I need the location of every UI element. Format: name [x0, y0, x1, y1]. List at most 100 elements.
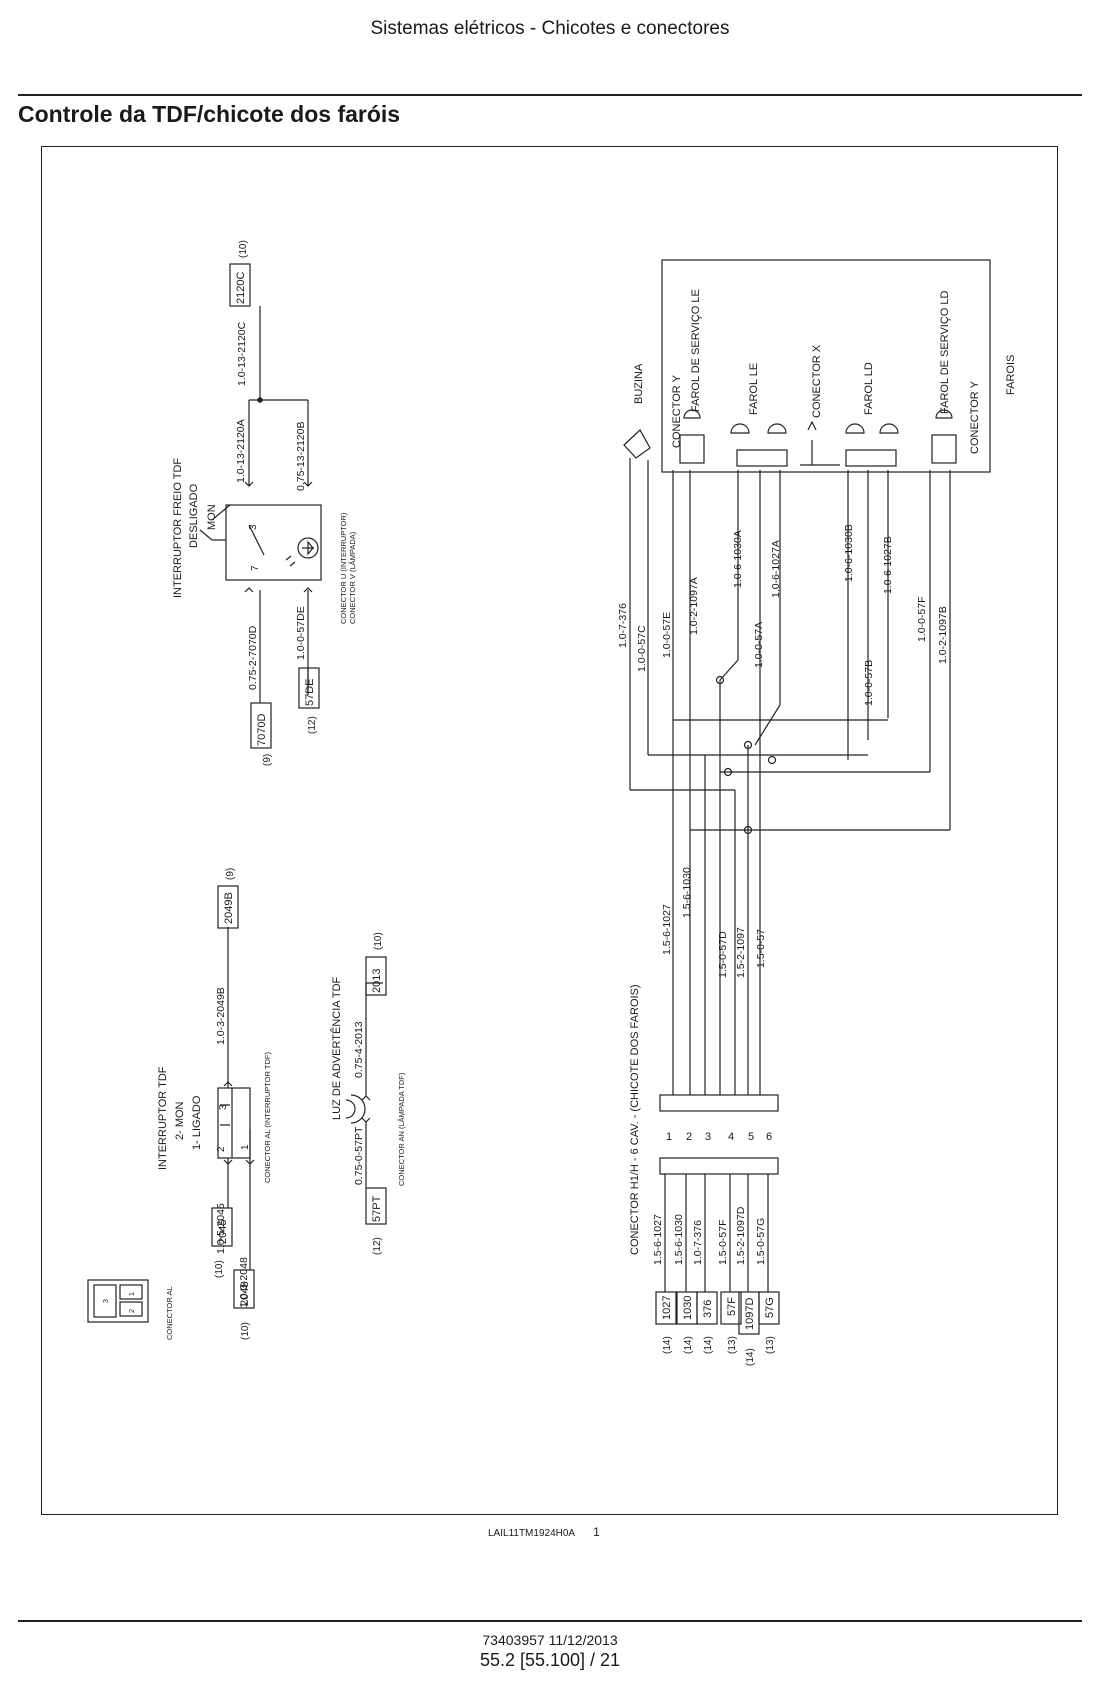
- pin-label-3: 3: [705, 1131, 711, 1143]
- conn-x-left: [736, 449, 788, 467]
- tag-2120c-box: [229, 263, 251, 307]
- conector-x: CONECTOR X: [811, 344, 823, 418]
- tag-2013: 2013: [371, 969, 383, 993]
- ref-1030: (14): [683, 1336, 694, 1354]
- harness-title: CONECTOR H1/H - 6 CAV. - (CHICOTE DOS FA…: [629, 984, 641, 1255]
- pto-brake-title: INTERRUPTOR FREIO TDF: [172, 458, 184, 598]
- ref-2045: (10): [214, 1260, 225, 1278]
- ref-57de: (12): [307, 716, 318, 734]
- ref-1027: (14): [662, 1336, 673, 1354]
- wire-1027b: 1.0-6-1027B: [882, 536, 894, 594]
- ref-57g: (13): [765, 1336, 776, 1354]
- switch-contact: [248, 524, 265, 556]
- pto-brake-switch-group: [199, 263, 322, 749]
- footer-page: 55.2 [55.100] / 21: [479, 1650, 621, 1670]
- tag-2045-box: [211, 1207, 233, 1247]
- header-rule: [18, 94, 1082, 96]
- switch-actuator-b: [199, 529, 213, 541]
- conector-y-right: CONECTOR Y: [969, 380, 981, 454]
- ref-2049b: (9): [225, 868, 236, 880]
- wire-57b: 1.0-0-57B: [863, 660, 875, 706]
- warning-lamp: [350, 1094, 366, 1124]
- wire-2049b: 1.0-3-2049B: [215, 987, 227, 1045]
- switch-pin-marks: [220, 1104, 230, 1126]
- pin-label-1: 1: [666, 1131, 672, 1143]
- main-wire-1027: 1.5-6-1027: [661, 904, 673, 955]
- document-header: Sistemas elétricos - Chicotes e conector…: [370, 18, 730, 39]
- lamp-diode: [302, 540, 314, 556]
- pto-brake-pin3: 3: [248, 524, 259, 530]
- warning-title: LUZ DE ADVERTÊNCIA TDF: [330, 976, 343, 1120]
- section-title: Controle da TDF/chicote dos faróis: [18, 101, 401, 127]
- tag-57de-box: [298, 667, 320, 709]
- tag-57de: 57DE: [304, 678, 316, 706]
- tag-1030: 1030: [682, 1296, 694, 1320]
- tag-57pt: 57PT: [371, 1195, 383, 1222]
- wire-57f: 1.0-0-57F: [916, 596, 928, 642]
- figure-ref: LAIL11TM1924H0A: [488, 1528, 576, 1539]
- conn-al-box: [217, 1087, 251, 1159]
- wire-2120c: 1.0-13-2120C: [236, 321, 248, 386]
- out-wire-4: 1.5-0-57F: [717, 1219, 729, 1265]
- conn-u-label: CONECTOR U (INTERRUPTOR): [339, 512, 348, 624]
- conn-an-label: CONECTOR AN (LÂMPADA TDF): [397, 1072, 406, 1186]
- conn-y-left: [679, 434, 705, 464]
- out-wire-5: 1.5-2-1097D: [735, 1206, 747, 1265]
- icon-pin-1: 1: [129, 1292, 136, 1296]
- tag-1097d: 1097D: [744, 1298, 756, 1330]
- tag-2049b: 2049B: [223, 892, 235, 924]
- pto-brake-mon: MON: [206, 504, 218, 530]
- farol-le: FAROL LE: [748, 363, 760, 415]
- wire-57de: 1.0-0-57DE: [295, 606, 307, 660]
- pto-warning-group: [345, 956, 387, 1225]
- out-wire-1: 1.5-6-1027: [652, 1214, 664, 1265]
- wire-57pt: 0.75-0-57PT: [353, 1126, 365, 1185]
- wire-7070d: 0.75-2-7070D: [247, 625, 259, 690]
- ref-7070d: (9): [262, 754, 273, 766]
- figure-number: 1: [593, 1525, 600, 1539]
- wire-57a: 1.0-0-57A: [753, 622, 765, 668]
- pto-switch-group: [87, 885, 255, 1323]
- pin-1: 1: [240, 1144, 251, 1150]
- tag-2048: 2048: [239, 1282, 251, 1306]
- ref-2013: (10): [373, 932, 384, 950]
- diagram-frame: [41, 146, 1058, 1515]
- pto-switch-state-1: 1- LIGADO: [191, 1095, 203, 1150]
- conn-u-box: [225, 504, 322, 581]
- wire-2045: 1.0-5-2045: [215, 1203, 227, 1254]
- farol-ld-lamps: [845, 423, 899, 434]
- ref-376: (14): [703, 1336, 714, 1354]
- farois-title: FAROIS: [1005, 355, 1017, 395]
- ref-57pt: (12): [372, 1237, 383, 1255]
- tag-2013-box: [365, 956, 387, 996]
- wire-2120a: 1.0-13-2120A: [235, 419, 247, 483]
- wire-1030a: 1.0-6-1030A: [732, 530, 744, 588]
- pin-3: 3: [218, 1104, 229, 1110]
- conn-al-label: CONECTOR AL (INTERRUPTOR TDF): [263, 1052, 272, 1183]
- out-wire-2: 1.5-6-1030: [673, 1214, 685, 1265]
- lights-group: [623, 259, 991, 490]
- wire-1097b: 1.0-2-1097B: [937, 606, 949, 664]
- wire-2048: 1.0-3-2048: [238, 1257, 250, 1308]
- lamp-rays: [285, 555, 296, 567]
- wire-57c: 1.0-0-57C: [636, 625, 648, 672]
- conn-v-label: CONECTOR V (LÂMPADA): [348, 531, 357, 624]
- horn-icon: [623, 429, 651, 459]
- conector-y-left: CONECTOR Y: [671, 374, 683, 448]
- pto-brake-pin7: 7: [250, 565, 261, 571]
- farol-ld: FAROL LD: [863, 362, 875, 415]
- ref-2048: (10): [240, 1322, 251, 1340]
- conn-x-right: [845, 449, 897, 467]
- wire-57e: 1.0-0-57E: [661, 612, 673, 658]
- pto-switch-title: INTERRUPTOR TDF: [157, 1066, 169, 1170]
- conn-y-right: [931, 434, 957, 464]
- tag-57g: 57G: [764, 1297, 776, 1318]
- tag-2045: 2045: [217, 1220, 229, 1244]
- farol-servico-ld: FAROL DE SERVIÇO LD: [939, 290, 951, 414]
- tag-1027: 1027: [661, 1296, 673, 1320]
- tag-7070d: 7070D: [256, 714, 268, 746]
- conn-al-terminals: [223, 1081, 255, 1165]
- figure-caption: LAIL11TM1924H0A 1: [488, 1525, 600, 1539]
- ref-57f: (13): [727, 1336, 738, 1354]
